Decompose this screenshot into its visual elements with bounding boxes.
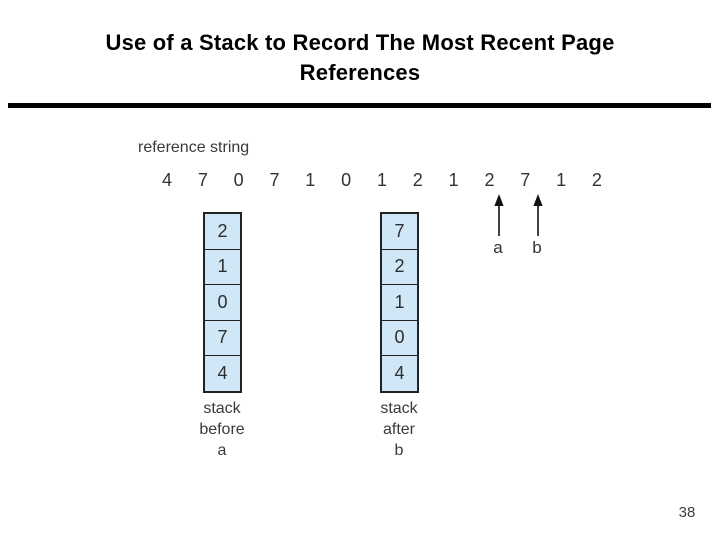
reference-digit: 0 <box>341 170 352 190</box>
page-title: Use of a Stack to Record The Most Recent… <box>0 28 720 88</box>
stack-after: 7 2 1 0 4 <box>380 212 419 393</box>
reference-digit: 0 <box>233 170 244 190</box>
stack-cell: 0 <box>382 321 417 356</box>
stack-after-label-line3: b <box>394 442 404 459</box>
marker-a-label: a <box>493 238 503 257</box>
reference-digit: 1 <box>305 170 316 190</box>
stack-after-label-line1: stack <box>380 400 418 417</box>
reference-digit: 1 <box>556 170 567 190</box>
reference-digit: 1 <box>376 170 387 190</box>
reference-digit: 7 <box>520 170 531 190</box>
reference-digit: 2 <box>591 170 602 190</box>
stack-cell: 0 <box>205 285 240 321</box>
reference-string-row: 4 7 0 7 1 0 1 2 1 2 7 1 2 <box>157 170 607 191</box>
stack-cell: 1 <box>205 250 240 285</box>
stack-before: 2 1 0 7 4 <box>203 212 242 393</box>
reference-digit: 2 <box>412 170 423 190</box>
arrow-up-icon <box>533 194 543 236</box>
stack-cell: 7 <box>382 214 417 250</box>
reference-digit: 7 <box>197 170 208 190</box>
stack-cell: 2 <box>382 250 417 285</box>
page-title-line2: References <box>299 60 421 85</box>
reference-digit: 4 <box>161 170 172 190</box>
reference-digit: 1 <box>448 170 459 190</box>
stack-cell: 1 <box>382 285 417 321</box>
marker-b-label: b <box>532 238 542 257</box>
stack-after-label: stack after b <box>339 398 459 461</box>
stack-before-label: stack before a <box>162 398 282 461</box>
stack-before-label-line1: stack <box>203 400 241 417</box>
stack-before-label-line3: a <box>217 442 227 459</box>
stack-after-label-line2: after <box>382 421 415 438</box>
stack-cell: 4 <box>217 362 228 383</box>
stack-cell: 4 <box>394 362 405 383</box>
arrow-up-icon <box>494 194 504 236</box>
title-divider <box>8 103 711 108</box>
stack-before-label-line2: before <box>199 421 245 438</box>
page-title-line1: Use of a Stack to Record The Most Recent… <box>105 30 615 55</box>
reference-digit: 2 <box>484 170 495 190</box>
page-number: 38 <box>678 504 696 521</box>
stack-cell: 2 <box>205 214 240 250</box>
reference-digit: 7 <box>269 170 280 190</box>
stack-cell: 7 <box>205 321 240 356</box>
reference-string-label: reference string <box>138 139 250 156</box>
